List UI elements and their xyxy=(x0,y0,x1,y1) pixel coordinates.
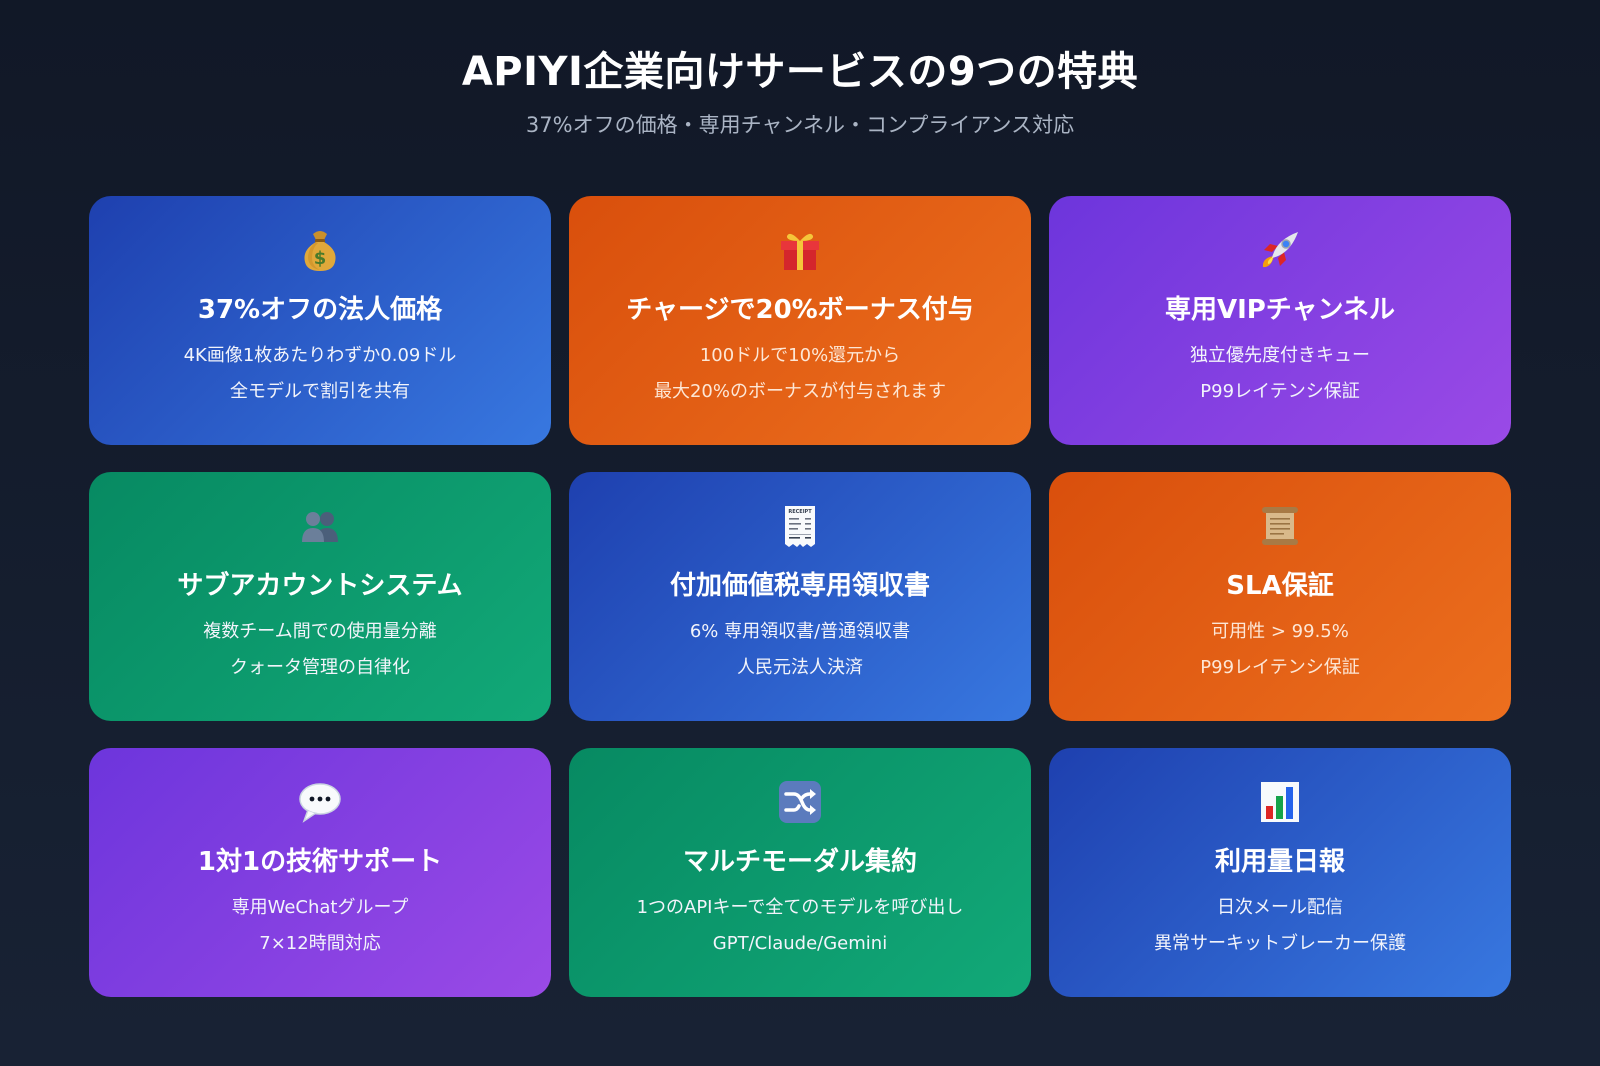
card-title: 付加価値税専用領収書 xyxy=(669,571,930,601)
card-desc-line: 100ドルで10%還元から xyxy=(699,345,901,366)
receipt-icon: RECEIPT xyxy=(569,504,1031,548)
card-desc-line: 最大20%のボーナスが付与されます xyxy=(653,381,946,402)
card-desc-line: 日次メール配信 xyxy=(1217,897,1343,918)
card-description: 4K画像1枚あたりわずか0.09ドル 全モデルで割引を共有 xyxy=(89,338,551,410)
card-desc-line: 全モデルで割引を共有 xyxy=(230,381,410,402)
benefit-card-vip-channel: 専用VIPチャンネル 独立優先度付きキュー P99レイテンシ保証 xyxy=(1049,196,1511,445)
card-title: チャージで20%ボーナス付与 xyxy=(626,295,974,325)
page-title: APIYI企業向けサービスの9つの特典 xyxy=(461,49,1139,95)
card-desc-line: 可用性 > 99.5% xyxy=(1211,621,1349,642)
card-description: 可用性 > 99.5% P99レイテンシ保証 xyxy=(1049,614,1511,686)
card-description: 日次メール配信 異常サーキットブレーカー保護 xyxy=(1049,890,1511,962)
card-title: SLA保証 xyxy=(1226,571,1334,601)
benefits-grid: $ 37%オフの法人価格 4K画像1枚あたりわずか0.09ドル 全モデルで割引を… xyxy=(89,196,1511,997)
scroll-icon xyxy=(1049,504,1511,548)
benefit-card-tech-support: 1対1の技術サポート 専用WeChatグループ 7×12時間対応 xyxy=(89,748,551,997)
card-desc-line: 複数チーム間での使用量分離 xyxy=(203,621,437,642)
card-desc-line: 人民元法人決済 xyxy=(737,657,863,678)
card-title: マルチモーダル集約 xyxy=(682,847,917,877)
card-description: 100ドルで10%還元から 最大20%のボーナスが付与されます xyxy=(569,338,1031,410)
benefit-card-multimodal: マルチモーダル集約 1つのAPIキーで全てのモデルを呼び出し GPT/Claud… xyxy=(569,748,1031,997)
benefit-card-corporate-price: $ 37%オフの法人価格 4K画像1枚あたりわずか0.09ドル 全モデルで割引を… xyxy=(89,196,551,445)
bar-chart-icon xyxy=(1049,780,1511,824)
card-description: 複数チーム間での使用量分離 クォータ管理の自律化 xyxy=(89,614,551,686)
card-title: 1対1の技術サポート xyxy=(197,847,443,877)
card-title: 37%オフの法人価格 xyxy=(197,295,443,325)
rocket-icon xyxy=(1049,228,1511,272)
page-header: APIYI企業向けサービスの9つの特典 37%オフの価格・専用チャンネル・コンプ… xyxy=(0,44,1600,140)
card-desc-line: 4K画像1枚あたりわずか0.09ドル xyxy=(183,345,457,366)
benefit-card-sub-accounts: サブアカウントシステム 複数チーム間での使用量分離 クォータ管理の自律化 xyxy=(89,472,551,721)
receipt-label: RECEIPT xyxy=(788,509,812,515)
gift-icon xyxy=(569,228,1031,272)
card-title: サブアカウントシステム xyxy=(177,571,463,601)
benefit-card-usage-report: 利用量日報 日次メール配信 異常サーキットブレーカー保護 xyxy=(1049,748,1511,997)
card-desc-line: 異常サーキットブレーカー保護 xyxy=(1154,933,1406,954)
card-title: 専用VIPチャンネル xyxy=(1164,295,1396,325)
card-desc-line: GPT/Claude/Gemini xyxy=(712,933,888,954)
money-bag-icon: $ xyxy=(89,228,551,272)
card-title: 利用量日報 xyxy=(1214,847,1345,877)
card-desc-line: 独立優先度付きキュー xyxy=(1190,345,1370,366)
card-desc-line: 7×12時間対応 xyxy=(259,933,381,954)
card-desc-line: クォータ管理の自律化 xyxy=(230,657,410,678)
benefit-card-recharge-bonus: チャージで20%ボーナス付与 100ドルで10%還元から 最大20%のボーナスが… xyxy=(569,196,1031,445)
shuffle-icon xyxy=(569,780,1031,824)
users-icon xyxy=(89,504,551,548)
page-subtitle: 37%オフの価格・専用チャンネル・コンプライアンス対応 xyxy=(525,113,1075,137)
card-desc-line: 専用WeChatグループ xyxy=(231,897,409,918)
card-desc-line: 6% 専用領収書/普通領収書 xyxy=(689,621,911,642)
card-description: 1つのAPIキーで全てのモデルを呼び出し GPT/Claude/Gemini xyxy=(569,890,1031,962)
svg-text:$: $ xyxy=(314,248,327,269)
card-description: 独立優先度付きキュー P99レイテンシ保証 xyxy=(1049,338,1511,410)
benefit-card-vat-receipt: RECEIPT 付加価値税専用領収書 6% 専用領収書/普通領収書 人民元法人決… xyxy=(569,472,1031,721)
benefit-card-sla: SLA保証 可用性 > 99.5% P99レイテンシ保証 xyxy=(1049,472,1511,721)
card-desc-line: P99レイテンシ保証 xyxy=(1200,657,1360,678)
card-desc-line: P99レイテンシ保証 xyxy=(1200,381,1360,402)
card-description: 6% 専用領収書/普通領収書 人民元法人決済 xyxy=(569,614,1031,686)
speech-bubble-icon xyxy=(89,780,551,824)
card-desc-line: 1つのAPIキーで全てのモデルを呼び出し xyxy=(636,897,964,918)
card-description: 専用WeChatグループ 7×12時間対応 xyxy=(89,890,551,962)
